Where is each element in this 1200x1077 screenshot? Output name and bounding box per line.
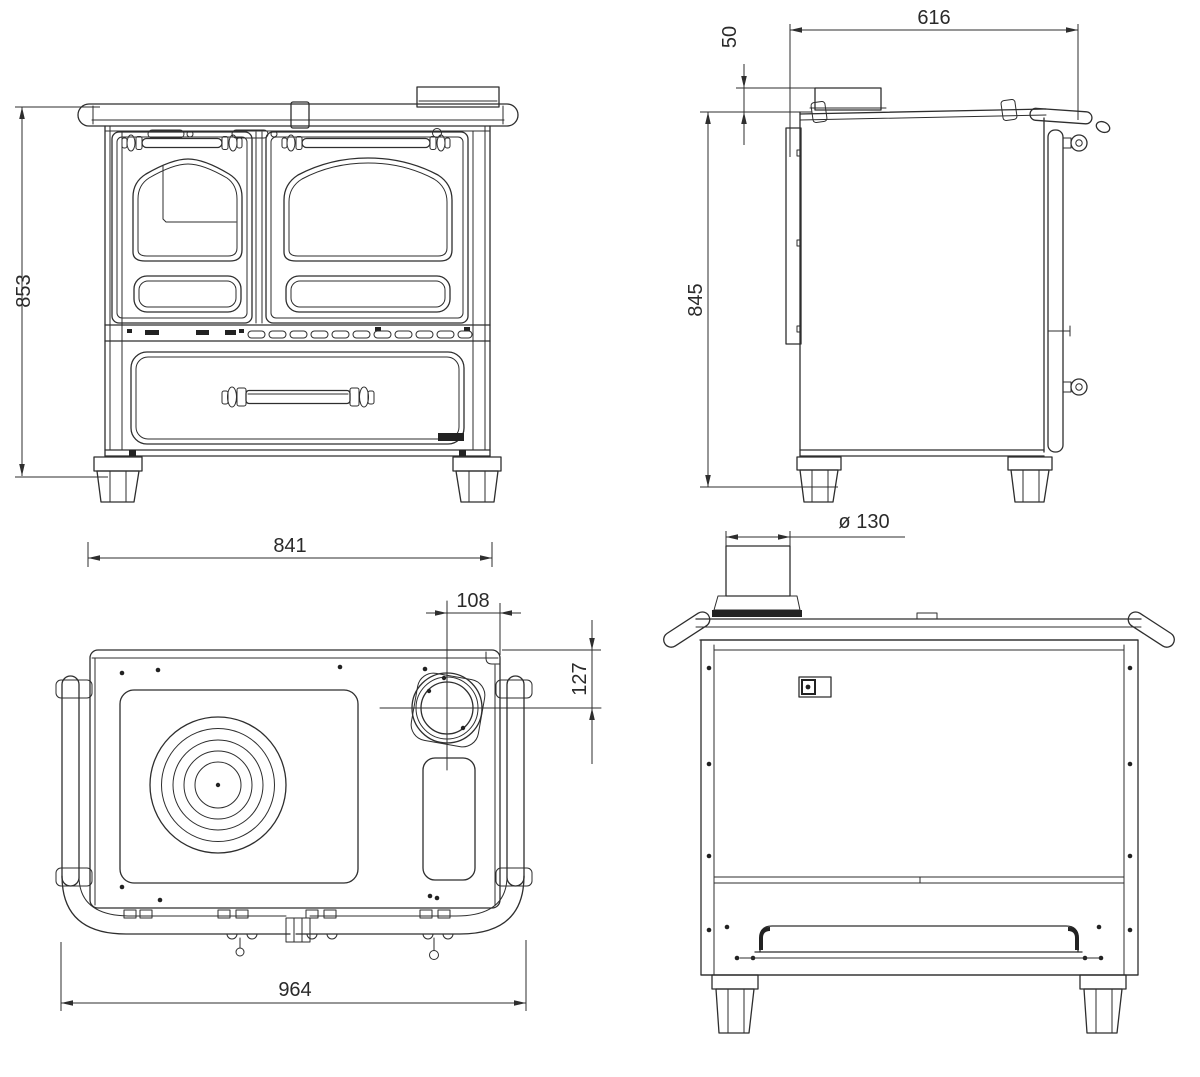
dimension-side-height: 845 xyxy=(685,111,838,488)
damper-lever xyxy=(1047,325,1071,337)
top-view: 108 127 964 xyxy=(55,590,602,1011)
door-handle xyxy=(281,134,451,152)
drawer-handle xyxy=(221,386,375,408)
flue-collar-side xyxy=(814,87,882,111)
dimension-top-width: 964 xyxy=(60,940,527,1011)
front-body xyxy=(104,125,491,457)
door-lower-panel xyxy=(285,275,451,313)
foot-front-left xyxy=(93,456,143,503)
dim-side-height-label: 845 xyxy=(685,283,707,316)
rear-view: ø 130 xyxy=(663,511,1175,1034)
deck-screws xyxy=(119,664,440,903)
front-view: 853 841 xyxy=(13,86,519,567)
brand-plate xyxy=(438,433,464,441)
cooking-rings xyxy=(149,716,287,854)
dim-side-depth-label: 616 xyxy=(917,7,950,29)
back-heat-shield xyxy=(785,127,802,345)
dimension-flue-y-offset: 127 xyxy=(502,620,601,764)
hotplate-hinge xyxy=(810,101,828,123)
dimension-front-width: 841 xyxy=(87,535,493,567)
dim-flue-y-offset-label: 127 xyxy=(569,662,591,695)
warming-slot xyxy=(422,757,476,881)
rear-screws xyxy=(706,665,1133,961)
side-rail-left xyxy=(55,675,291,935)
rear-panel xyxy=(700,639,1139,976)
ash-drawer xyxy=(104,340,491,457)
front-apron-details xyxy=(123,909,454,960)
handrail-knob xyxy=(1095,120,1111,134)
door-handle xyxy=(121,134,243,152)
dimension-flue-diameter: ø 130 xyxy=(725,511,905,547)
hotplate xyxy=(119,689,359,884)
firebox-door-right xyxy=(265,131,469,324)
junction-box xyxy=(798,676,832,698)
dim-front-width-label: 841 xyxy=(273,535,306,557)
flue-collar-top xyxy=(379,600,602,771)
foot-rear-left xyxy=(711,974,759,1034)
dim-front-height-label: 853 xyxy=(13,274,35,307)
door-lower-panel xyxy=(133,275,242,313)
dim-flue-top-offset-label: 50 xyxy=(719,26,741,48)
foot-rear-right xyxy=(1079,974,1127,1034)
side-rail-right xyxy=(295,675,533,935)
hotplate-hinge xyxy=(1000,99,1018,121)
deck-corner-notch xyxy=(485,651,501,665)
grate-scallops xyxy=(247,330,473,339)
side-view: 616 50 845 xyxy=(685,7,1111,503)
rear-vent-tab xyxy=(916,612,938,620)
foot-side-front xyxy=(1007,456,1053,503)
door-window xyxy=(283,157,453,262)
dim-flue-diameter-label: ø 130 xyxy=(838,511,889,533)
foot-front-right xyxy=(452,456,502,503)
flue-box xyxy=(416,86,500,108)
towel-rail xyxy=(77,101,519,129)
rail-center-clamp xyxy=(285,917,311,943)
door-window xyxy=(132,158,243,262)
handrail-end xyxy=(1029,107,1093,125)
dimension-flue-x-offset: 108 xyxy=(426,590,521,655)
dim-flue-x-offset-label: 108 xyxy=(456,590,489,612)
dimension-flue-top-offset: 50 xyxy=(719,26,818,145)
rail-end-right xyxy=(1127,611,1175,648)
flue-pipe xyxy=(712,545,802,617)
dimension-side-depth: 616 xyxy=(789,7,1079,157)
dimension-front-height: 853 xyxy=(13,106,108,478)
cooktop-deck xyxy=(89,649,501,909)
door-hinges xyxy=(226,933,454,960)
control-knob-upper xyxy=(1062,134,1088,152)
hob-grate-strip xyxy=(104,324,491,342)
foot-side-rear xyxy=(796,456,842,503)
rail-end-left xyxy=(663,611,711,648)
dim-top-width-label: 964 xyxy=(278,979,311,1001)
rail-center-clamp xyxy=(290,101,310,129)
rear-lower-channel xyxy=(700,925,1139,976)
front-door-edge xyxy=(1047,129,1064,453)
control-knob-lower xyxy=(1062,378,1088,396)
oven-door-left xyxy=(111,131,253,324)
